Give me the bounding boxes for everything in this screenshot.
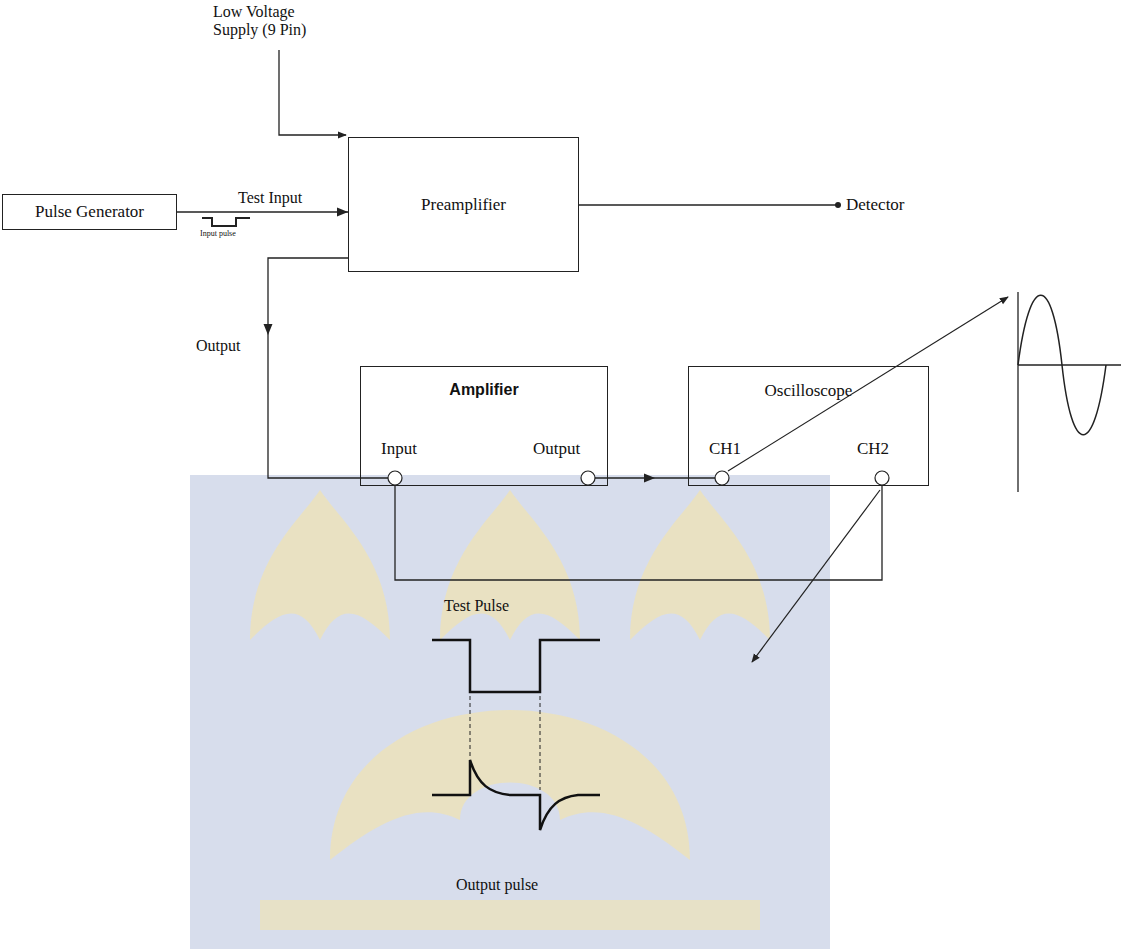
instrument-box: Preamplifier xyxy=(348,137,579,272)
box-title: Amplifier xyxy=(361,381,607,399)
signal-cable xyxy=(268,258,388,478)
input-pulse-symbol xyxy=(202,218,250,226)
watermark-swirl xyxy=(330,710,690,860)
detector-wire xyxy=(579,204,836,205)
watermark-ground xyxy=(190,475,830,949)
watermark xyxy=(190,475,830,949)
annotation-label: Output pulse xyxy=(456,876,538,894)
annotation-label: Detector xyxy=(846,195,905,215)
sine-axis xyxy=(1017,292,1018,492)
supply-wire xyxy=(279,50,346,135)
sine-wave xyxy=(1018,295,1106,435)
box-title: Oscilloscope xyxy=(689,381,928,401)
box-title: Pulse Generator xyxy=(35,202,144,222)
signal-cable xyxy=(395,485,882,580)
watermark-leaf xyxy=(630,490,770,640)
instrument-box: AmplifierInput Output xyxy=(360,366,608,486)
signal-cable xyxy=(177,211,348,212)
annotation-label: Low Voltage Supply (9 Pin) xyxy=(213,3,338,40)
bnc-connector xyxy=(875,471,889,485)
output-pulse-waveform xyxy=(432,760,600,830)
annotation-label: Input pulse xyxy=(200,229,236,238)
arrowhead xyxy=(264,324,273,335)
port-label: CH1 xyxy=(709,439,741,459)
watermark-band xyxy=(260,900,760,930)
box-title: Preamplifier xyxy=(421,195,506,215)
timing-guide xyxy=(470,696,471,758)
port-label: Output xyxy=(533,439,580,459)
arrowhead xyxy=(644,474,655,483)
bnc-connector xyxy=(581,471,595,485)
test-pulse-waveform xyxy=(432,640,600,692)
bnc-connector xyxy=(388,471,402,485)
instrument-box: OscilloscopeCH1 CH2 xyxy=(688,366,929,486)
port-label: Input xyxy=(381,439,417,459)
bnc-connector xyxy=(715,471,729,485)
annotation-label: Test Pulse xyxy=(444,597,509,615)
port-label: CH2 xyxy=(857,439,889,459)
watermark-leaf xyxy=(250,490,390,640)
signal-label: Output xyxy=(196,337,240,355)
detector-terminal xyxy=(835,202,841,208)
leader-line xyxy=(752,490,880,662)
timing-guide xyxy=(540,696,541,790)
watermark-leaf xyxy=(440,490,580,640)
signal-label: Test Input xyxy=(238,189,302,207)
instrument-box: Pulse Generator xyxy=(2,194,177,230)
arrowhead xyxy=(337,208,348,217)
